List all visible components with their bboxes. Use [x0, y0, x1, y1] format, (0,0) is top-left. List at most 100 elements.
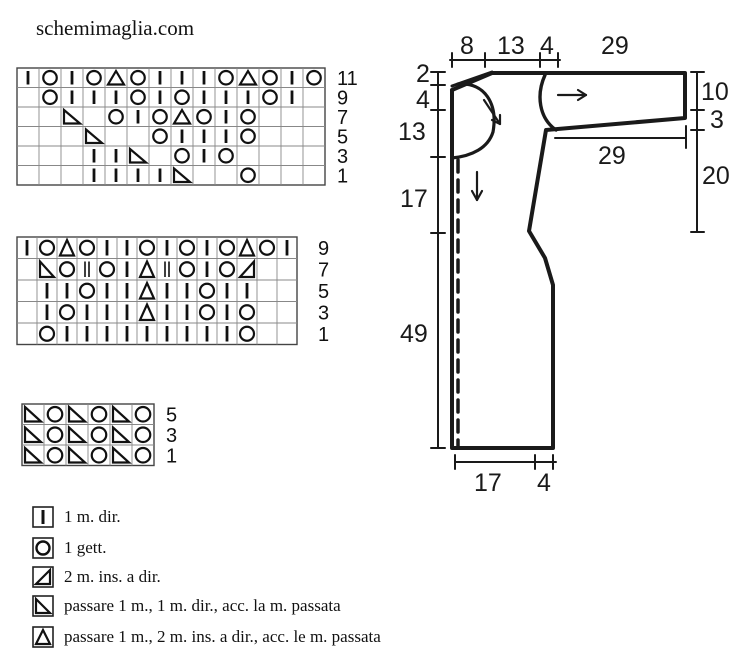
sk2po-icon [138, 258, 156, 279]
yarn-over-icon [174, 89, 190, 106]
legend-item-skpo: passare 1 m., 1 m. dir., acc. la m. pass… [32, 595, 341, 617]
skpo-icon [23, 445, 44, 464]
dim-bottom-2: 4 [537, 469, 551, 497]
legend-text: passare 1 m., 1 m. dir., acc. la m. pass… [64, 596, 341, 615]
sk2po-icon [106, 68, 126, 86]
yarn-over-icon [32, 537, 54, 559]
row-number: 5 [337, 126, 348, 148]
yarn-over-icon [240, 128, 256, 145]
armhole-curve [538, 73, 558, 132]
legend-item-k2tog: 2 m. ins. a dir. [32, 566, 161, 588]
yarn-over-icon [174, 147, 190, 164]
skpo-icon [67, 425, 88, 444]
dim-bottom-1: 17 [474, 469, 502, 497]
sk2po-icon [32, 626, 54, 648]
dim-right-2: 3 [710, 106, 724, 134]
dim-left-2: 4 [416, 86, 430, 114]
row-number: 7 [337, 107, 348, 129]
dim-top-4: 29 [601, 32, 629, 60]
row-number: 9 [337, 87, 348, 109]
site-watermark: schemimaglia.com [36, 16, 195, 40]
yarn-over-icon [218, 69, 234, 86]
k2tog-icon [32, 566, 54, 588]
yarn-over-icon [198, 304, 216, 321]
legend-item-yarn-over: 1 gett. [32, 537, 107, 559]
sk2po-icon [238, 68, 258, 86]
legend-item-sk2po: passare 1 m., 2 m. ins. a dir., acc. le … [32, 626, 381, 648]
knit-stitch-icon [84, 261, 90, 277]
row-number: 7 [318, 259, 329, 281]
row-number: 1 [166, 445, 177, 467]
legend-text: 2 m. ins. a dir. [64, 567, 161, 586]
back-neck [450, 70, 494, 88]
row-number: 5 [318, 281, 329, 303]
dim-top-1: 8 [460, 32, 474, 60]
arrow-diagonal [482, 98, 502, 126]
dim-top-2: 13 [497, 32, 525, 60]
yarn-over-icon [90, 426, 108, 444]
yarn-over-icon [134, 426, 152, 444]
yarn-over-icon [178, 261, 196, 278]
skpo-icon [128, 146, 150, 164]
sk2po-icon [238, 237, 256, 257]
legend-text: 1 gett. [64, 538, 107, 557]
yarn-over-icon [86, 69, 102, 86]
yarn-over-icon [258, 239, 276, 256]
dim-left-4: 17 [400, 185, 428, 213]
garment-outline [450, 71, 687, 450]
yarn-over-icon [196, 108, 212, 125]
yarn-over-icon [78, 282, 96, 299]
yarn-over-icon [238, 325, 256, 342]
skpo-icon [23, 425, 44, 444]
yarn-over-icon [46, 446, 64, 464]
yarn-over-icon [130, 89, 146, 106]
yarn-over-icon [38, 325, 56, 342]
yarn-over-icon [152, 108, 168, 125]
yarn-over-icon [90, 405, 108, 423]
yarn-over-icon [58, 304, 76, 321]
yarn-over-icon [262, 89, 278, 106]
yarn-over-icon [108, 108, 124, 125]
legend-item-knit: 1 m. dir. [32, 506, 121, 528]
dim-left-3: 13 [398, 118, 426, 146]
neck-curve [450, 82, 496, 160]
sk2po-icon [172, 107, 192, 125]
yarn-over-icon [218, 147, 234, 164]
row-number: 1 [337, 165, 348, 187]
yarn-over-icon [42, 69, 58, 86]
skpo-icon [172, 166, 194, 184]
legend-text: 1 m. dir. [64, 507, 121, 526]
yarn-over-icon [98, 261, 116, 278]
skpo-icon [62, 107, 84, 125]
yarn-over-icon [240, 167, 256, 184]
row-number: 3 [166, 425, 177, 447]
yarn-over-icon [138, 239, 156, 256]
skpo-icon [23, 404, 44, 423]
yarn-over-icon [218, 261, 236, 278]
legend-text: passare 1 m., 2 m. ins. a dir., acc. le … [64, 627, 381, 646]
garment-schematic [430, 52, 705, 470]
dim-top-3: 4 [540, 32, 554, 60]
row-number: 1 [318, 324, 329, 346]
dim-left-5: 49 [400, 320, 428, 348]
yarn-over-icon [130, 69, 146, 86]
yarn-over-icon [198, 282, 216, 299]
yarn-over-icon [178, 239, 196, 256]
dim-right-3: 20 [702, 162, 730, 190]
stitch-chart-3: 531 [21, 403, 177, 467]
skpo-icon [111, 404, 132, 423]
yarn-over-icon [134, 446, 152, 464]
schematic-labels: 8 13 4 29 2 4 13 17 49 10 3 20 29 17 4 [398, 32, 730, 497]
yarn-over-icon [78, 239, 96, 256]
skpo-icon [38, 258, 57, 279]
row-number: 3 [337, 146, 348, 168]
yarn-over-icon [42, 89, 58, 106]
sk2po-icon [138, 280, 156, 300]
yarn-over-icon [218, 239, 236, 256]
dim-sleeve: 29 [598, 142, 626, 170]
yarn-over-icon [262, 69, 278, 86]
skpo-icon [67, 445, 88, 464]
